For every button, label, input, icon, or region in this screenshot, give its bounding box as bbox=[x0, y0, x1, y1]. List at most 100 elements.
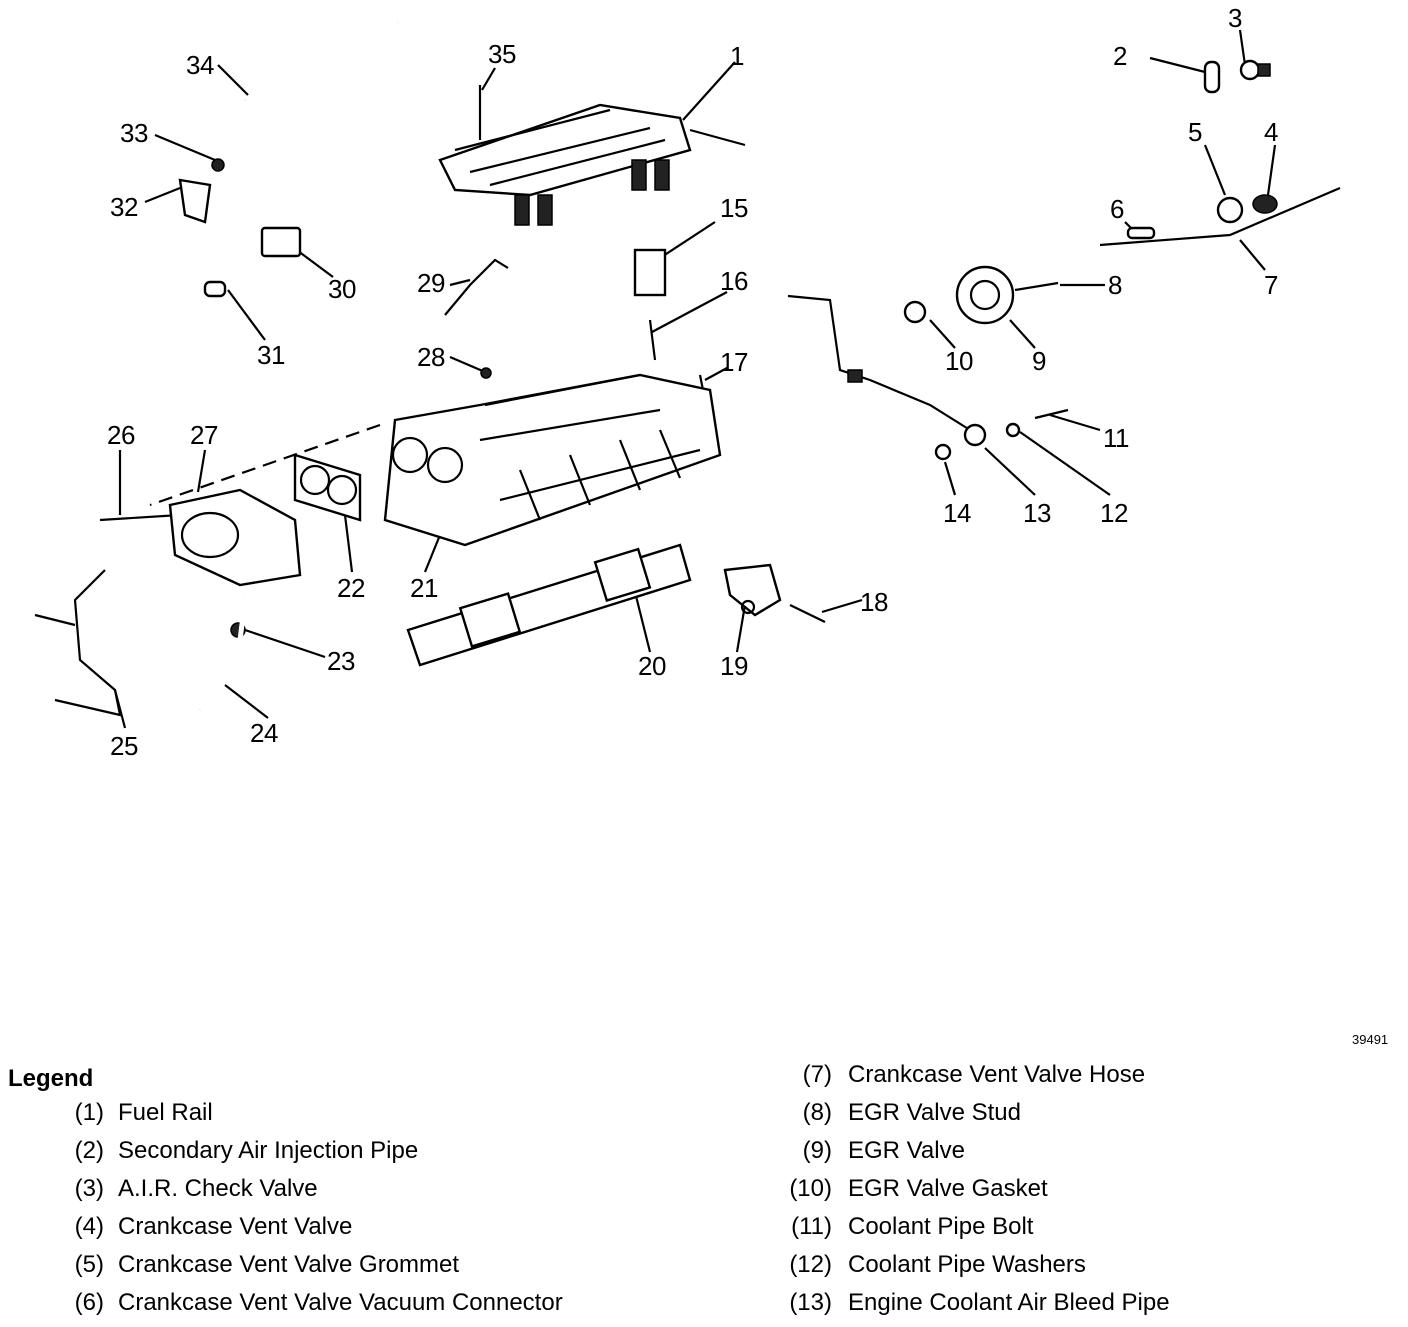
part-30-sensor bbox=[260, 226, 302, 258]
figure-id: 39491 bbox=[1352, 1032, 1389, 1047]
legend-text: Fuel Rail bbox=[118, 1099, 213, 1126]
part-1-fuel-rail bbox=[438, 103, 746, 226]
legend-item: (7) Crankcase Vent Valve Hose bbox=[760, 1061, 1400, 1099]
legend-item: (10) EGR Valve Gasket bbox=[760, 1175, 1400, 1213]
part-8-stud bbox=[1014, 281, 1059, 292]
legend-number: (5) bbox=[74, 1251, 104, 1278]
part-15-sensor bbox=[633, 248, 667, 297]
callout-23: 23 bbox=[327, 646, 355, 676]
legend-column-right: (7)Crankcase Vent Valve Hose (8)EGR Valv… bbox=[760, 1061, 1400, 1327]
callout-20: 20 bbox=[638, 651, 666, 681]
legend-text: Engine Coolant Air Bleed Pipe bbox=[848, 1289, 1170, 1316]
part-19-sensor bbox=[723, 563, 782, 617]
part-34-pipe bbox=[244, 19, 432, 114]
legend-item: (2) Secondary Air Injection Pipe bbox=[40, 1137, 740, 1175]
callout-21: 21 bbox=[410, 573, 438, 603]
part-24-hose bbox=[197, 599, 248, 712]
legend-item: (3) A.I.R. Check Valve bbox=[40, 1175, 740, 1213]
callout-34: 34 bbox=[186, 50, 214, 80]
callout-5: 5 bbox=[1188, 117, 1202, 147]
callout-35: 35 bbox=[488, 39, 516, 69]
leader-lines bbox=[113, 29, 1277, 729]
legend-item: (11) Coolant Pipe Bolt bbox=[760, 1213, 1400, 1251]
part-21-intake-manifold bbox=[383, 373, 722, 547]
legend-text: EGR Valve Gasket bbox=[848, 1175, 1048, 1202]
callout-2: 2 bbox=[1113, 41, 1127, 71]
callout-13: 13 bbox=[1023, 498, 1051, 528]
part-25-harness bbox=[34, 569, 122, 717]
legend-number: (10) bbox=[789, 1175, 832, 1202]
part-9-egr-valve bbox=[955, 265, 1015, 325]
part-27-throttle-body bbox=[168, 488, 302, 587]
legend-item: (4) Crankcase Vent Valve bbox=[40, 1213, 740, 1251]
legend-number: (6) bbox=[74, 1289, 104, 1316]
legend-text: Crankcase Vent Valve Hose bbox=[848, 1061, 1146, 1088]
legend-text: Crankcase Vent Valve Vacuum Connector bbox=[118, 1289, 563, 1316]
legend-item: (6) Crankcase Vent Valve Vacuum Connector bbox=[40, 1289, 740, 1327]
legend-number: (2) bbox=[74, 1137, 104, 1164]
legend-text: EGR Valve bbox=[848, 1137, 965, 1164]
part-4-vent-valve bbox=[1252, 194, 1278, 214]
legend-column-left: (1) Fuel Rail (2) Secondary Air Injection … bbox=[40, 1099, 740, 1327]
legend-number: (3) bbox=[74, 1175, 104, 1202]
part-31-connector bbox=[203, 280, 227, 298]
callout-22: 22 bbox=[337, 573, 365, 603]
part-2-air-pipe bbox=[1203, 60, 1221, 94]
part-5-grommet bbox=[1216, 196, 1244, 224]
legend-text: Coolant Pipe Bolt bbox=[848, 1213, 1034, 1240]
part-32-bracket bbox=[178, 178, 212, 224]
part-33-nut bbox=[211, 158, 225, 172]
legend-number: (12) bbox=[789, 1251, 832, 1278]
part-11-bolt bbox=[1034, 408, 1069, 420]
callout-1: 1 bbox=[730, 41, 744, 71]
legend-item: (12) Coolant Pipe Washers bbox=[760, 1251, 1400, 1289]
callout-7: 7 bbox=[1264, 270, 1278, 300]
callout-10: 10 bbox=[945, 346, 973, 376]
callout-18: 18 bbox=[860, 587, 888, 617]
part-12-washer bbox=[1005, 422, 1021, 438]
legend-text: Coolant Pipe Washers bbox=[848, 1251, 1086, 1278]
callout-25: 25 bbox=[110, 731, 138, 761]
callout-27: 27 bbox=[190, 420, 218, 450]
exploded-parts-diagram: 1 2 3 4 5 6 7 8 9 10 11 12 13 14 15 16 1… bbox=[34, 3, 1341, 761]
legend-text: Secondary Air Injection Pipe bbox=[118, 1137, 419, 1164]
part-18-bolt bbox=[789, 604, 826, 623]
callout-14: 14 bbox=[943, 498, 971, 528]
legend-number: (4) bbox=[74, 1213, 104, 1240]
part-14-washer bbox=[934, 443, 952, 461]
callout-9: 9 bbox=[1032, 346, 1046, 376]
callout-6: 6 bbox=[1110, 194, 1124, 224]
part-7-hose bbox=[1099, 186, 1341, 247]
part-16-stud bbox=[648, 319, 657, 361]
legend-number: (13) bbox=[789, 1289, 832, 1316]
part-13-bleed-pipe bbox=[787, 294, 987, 447]
legend-text: A.I.R. Check Valve bbox=[118, 1175, 318, 1202]
callout-32: 32 bbox=[110, 192, 138, 222]
diagram-drawing bbox=[34, 19, 1341, 729]
legend-number: (8) bbox=[802, 1099, 832, 1126]
callout-12: 12 bbox=[1100, 498, 1128, 528]
callout-19: 19 bbox=[720, 651, 748, 681]
part-28-bolt bbox=[480, 367, 492, 379]
legend-title: Legend bbox=[8, 1065, 94, 1092]
callout-33: 33 bbox=[120, 118, 148, 148]
legend-number: (7) bbox=[802, 1061, 832, 1088]
callout-16: 16 bbox=[720, 266, 748, 296]
part-26-bolt bbox=[99, 513, 181, 522]
legend-item: (5)Crankcase Vent Valve Grommet bbox=[40, 1251, 740, 1289]
callout-3: 3 bbox=[1228, 3, 1242, 33]
part-6-vacuum-connector bbox=[1126, 226, 1156, 240]
callout-4: 4 bbox=[1264, 117, 1278, 147]
part-20-bracket bbox=[406, 543, 692, 667]
callout-31: 31 bbox=[257, 340, 285, 370]
callout-28: 28 bbox=[417, 342, 445, 372]
legend-number: (9) bbox=[802, 1137, 832, 1164]
legend-text: Crankcase Vent Valve bbox=[118, 1213, 353, 1240]
legend-number: (1) bbox=[74, 1099, 104, 1126]
legend-number: (11) bbox=[791, 1213, 832, 1240]
callout-26: 26 bbox=[107, 420, 135, 450]
legend-item: (8)EGR Valve Stud bbox=[760, 1099, 1400, 1137]
callout-29: 29 bbox=[417, 268, 445, 298]
callout-17: 17 bbox=[720, 347, 748, 377]
part-3-check-valve bbox=[1239, 59, 1271, 81]
